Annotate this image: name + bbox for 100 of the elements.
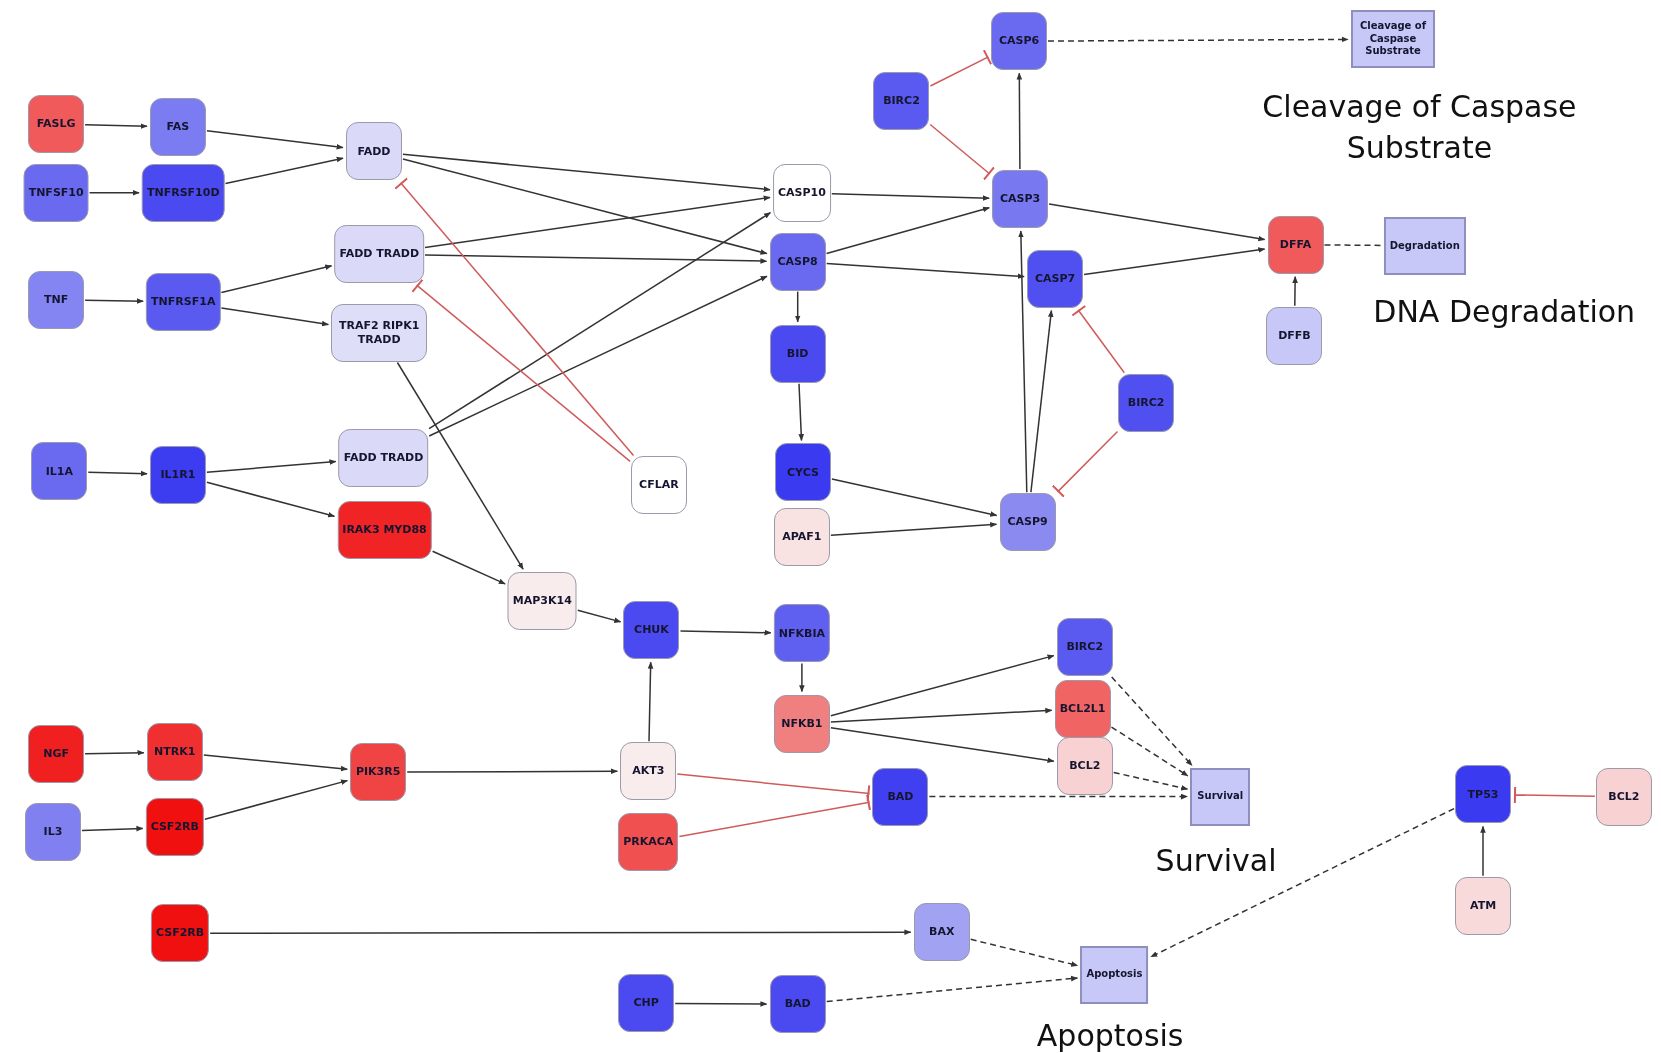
gene-box: TP53 [1455,765,1512,824]
arrow [830,707,1053,723]
arrow [87,470,148,477]
arrow [88,190,140,196]
arrow [674,1001,768,1007]
arrow [830,727,1055,764]
gene-box: NFKB1 [773,694,830,753]
gene-box: CASP9 [999,493,1056,552]
gene-box: DFFB [1266,306,1323,365]
inhibition-line [394,177,635,457]
arrow [1048,203,1266,242]
inhibition-line [929,49,993,87]
gene-box: NGF [28,725,85,784]
gene-box: MAP3K14 [507,571,577,630]
arrow [830,521,998,536]
arrow [402,158,768,255]
outcome-box: Survival [1190,767,1251,826]
arrow [1016,72,1023,170]
gene-box: CASP7 [1027,249,1084,308]
arrow [406,768,619,775]
arrow [396,361,524,570]
arrow [794,290,801,323]
inhibition-line [411,278,631,463]
gene-box: TRAF2 RIPK1 TRADD [331,303,428,362]
gene-box: FAS [149,98,206,157]
outcome-caption: Cleavage of Caspase Substrate [1261,87,1578,167]
outcome-caption: DNA Degradation [1373,293,1636,332]
gene-box: BCL2L1 [1054,679,1111,738]
arrow [577,609,622,623]
arrow [402,153,771,192]
arrow [1480,825,1486,877]
arrow [1110,726,1189,777]
gene-box: FADD [345,122,402,181]
gene-box: TNFRSF10D [141,163,225,222]
arrow [831,478,998,517]
outcome-box: Apoptosis [1080,945,1149,1004]
gene-box: TNFRSF1A [146,272,221,331]
gene-box: BIRC2 [1118,373,1175,432]
gene-box: BIRC2 [1056,618,1113,677]
gene-box: FADD TRADD [334,225,424,284]
gene-box: FADD TRADD [338,428,429,487]
gene-box: IL3 [24,802,81,861]
gene-box: CHUK [623,601,680,660]
arrow [81,825,144,832]
gene-box: PIK3R5 [350,743,407,802]
gene-box: FASLG [28,94,85,153]
gene-box: BIRC2 [873,71,930,130]
arrow [825,206,990,255]
arrow [84,123,148,129]
gene-box: CASP8 [769,232,826,291]
arrow [969,938,1079,967]
arrow [84,750,145,756]
inhibition-line [1051,430,1119,498]
gene-box: BAD [872,767,929,826]
arrow [84,298,144,304]
gene-box: TNF [28,270,85,329]
outcome-caption: Apoptosis [1036,1016,1184,1053]
outcome-box: Cleavage of Caspase Substrate [1351,10,1435,69]
arrow [209,929,912,935]
arrow [206,481,336,518]
arrow [224,156,344,185]
inhibition-line [1513,785,1596,804]
gene-box: IL1A [31,442,88,501]
gene-box: CHP [618,974,675,1033]
arrow [1150,807,1455,958]
inhibition-line [1071,305,1126,374]
arrow [428,275,768,437]
gene-box: CASP6 [991,12,1048,71]
arrow [220,264,333,294]
gene-box: CSF2RB [150,904,210,963]
inhibition-line [929,123,996,181]
arrow [220,307,330,327]
arrow [203,754,348,772]
arrow [204,779,349,820]
arrow [647,661,654,742]
arrow [1047,36,1349,43]
gene-box: TNFSF10 [23,163,89,222]
arrow [825,975,1079,1003]
outcome-caption: Survival [1155,841,1277,880]
gene-box: NTRK1 [146,723,203,782]
inhibition-line [678,793,871,838]
gene-box: IRAK3 MYD88 [337,500,432,559]
gene-box: CFLAR [630,456,687,515]
arrow [1018,230,1028,493]
gene-box: NFKBIA [773,604,830,663]
gene-box: BCL2 [1056,736,1113,795]
arrow [1292,275,1298,307]
gene-box: CASP3 [992,170,1049,229]
arrow [799,662,805,693]
arrow [428,211,772,430]
gene-box: APAF1 [773,508,830,567]
gene-box: BID [769,324,826,383]
outcome-box: Degradation [1383,216,1466,275]
arrow [1030,309,1054,493]
arrow [928,793,1189,800]
arrow [206,459,337,473]
gene-box: IL1R1 [149,445,206,504]
arrow [1110,676,1193,767]
gene-box: DFFA [1267,215,1324,274]
arrow [1083,247,1266,276]
